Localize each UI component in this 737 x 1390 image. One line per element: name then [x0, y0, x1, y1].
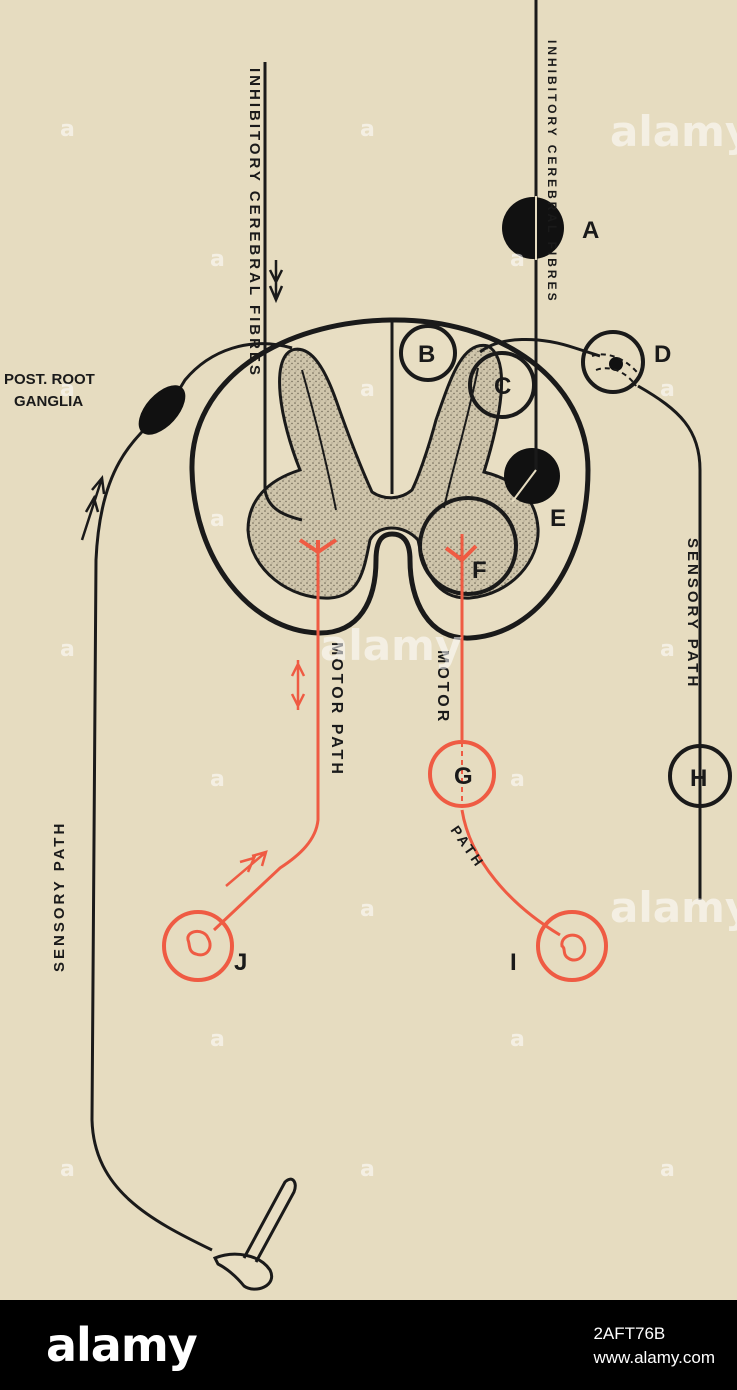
watermark-mark: a	[60, 637, 75, 662]
spinal-cord-reflex-diagram: A B C D E F G H I J POST. ROOT GANGLIA I…	[4, 0, 737, 1291]
watermark-mark: a	[510, 247, 525, 272]
watermark-mark: a	[660, 377, 675, 402]
watermark-mark: a	[660, 637, 675, 662]
watermark-mark: a	[60, 1157, 75, 1182]
horn-detail-line	[301, 369, 337, 511]
label-a: A	[582, 217, 599, 244]
label-inhibitory-right: INHIBITORY CEREBRAL FIBRES	[545, 40, 559, 304]
watermark-mark: a	[510, 1027, 525, 1052]
watermark-mark: a	[60, 377, 75, 402]
label-i: I	[510, 949, 517, 976]
watermark-mark: a	[210, 767, 225, 792]
muscle-i-spindle	[560, 933, 587, 962]
diagram-stage: A B C D E F G H I J POST. ROOT GANGLIA I…	[0, 0, 737, 1300]
motor-neuron-right	[444, 544, 478, 563]
circle-d-nucleus	[609, 357, 623, 371]
label-sensory-right: SENSORY PATH	[684, 538, 701, 689]
circle-b	[399, 324, 457, 382]
stock-footer-bar: alamy 2AFT76B www.alamy.com	[0, 1300, 737, 1390]
fibre-e-branch	[511, 469, 537, 503]
label-sensory-left: SENSORY PATH	[51, 821, 68, 972]
watermark-mark: a	[210, 507, 225, 532]
muscle-j-spindle	[186, 930, 212, 957]
motor-path-right	[460, 534, 561, 937]
label-j: J	[234, 949, 247, 976]
muscle-j	[162, 910, 234, 982]
watermark-mark: a	[660, 1157, 675, 1182]
label-post-root: POST. ROOT	[4, 371, 95, 388]
horn-detail-line-2	[443, 367, 479, 509]
watermark-mark: a	[210, 247, 225, 272]
label-ganglia: GANGLIA	[14, 393, 83, 410]
gray-matter	[246, 343, 540, 600]
motor-arrow-left-lower	[225, 850, 268, 887]
skin-receptor	[212, 1177, 297, 1291]
motor-neuron-left	[298, 538, 338, 555]
watermark-logo-bottom: alamy	[610, 883, 737, 932]
watermark-mark: a	[360, 897, 375, 922]
inhibitory-fibre-left-curve	[263, 489, 303, 522]
footer-meta: 2AFT76B www.alamy.com	[593, 1322, 715, 1370]
watermark-logo-middle: alamy	[320, 621, 462, 670]
label-motor-right: MOTOR	[434, 650, 451, 724]
sensory-path-right	[637, 384, 702, 900]
motor-arrow-left	[290, 660, 306, 710]
label-motor-path-left: MOTOR PATH	[328, 642, 345, 777]
image-id: 2AFT76B	[593, 1324, 666, 1343]
label-b: B	[418, 341, 435, 368]
post-root-ganglion	[138, 385, 186, 435]
label-d: D	[654, 341, 671, 368]
sensory-path-left	[90, 342, 293, 1252]
watermark-mark: a	[360, 1157, 375, 1182]
watermark-mark: a	[360, 117, 375, 142]
site-url[interactable]: www.alamy.com	[593, 1348, 715, 1367]
label-g: G	[454, 763, 473, 790]
sensory-arrow-left	[80, 474, 106, 541]
inhibitory-arrow-left	[268, 260, 284, 304]
watermark-logo-top: alamy	[610, 107, 737, 156]
label-f: F	[472, 557, 487, 584]
watermark-mark: a	[60, 117, 75, 142]
label-e: E	[550, 505, 566, 532]
muscle-i	[536, 910, 608, 982]
circle-h	[668, 744, 732, 808]
circle-d-dashes	[591, 353, 641, 387]
footer-logo: alamy	[46, 1318, 198, 1372]
label-inhibitory-left: INHIBITORY CEREBRAL FIBRES	[246, 68, 263, 378]
label-h: H	[690, 765, 707, 792]
watermark-mark: a	[510, 767, 525, 792]
circle-f	[418, 496, 518, 596]
watermark: alamy alamy alamy a a a a a a a a a a a …	[60, 107, 737, 1182]
sensory-path-right-top	[479, 337, 601, 358]
circle-d	[581, 330, 645, 394]
circle-c	[468, 351, 536, 419]
circle-a	[502, 197, 564, 259]
watermark-mark: a	[210, 1027, 225, 1052]
label-c: C	[494, 373, 511, 400]
watermark-mark: a	[360, 377, 375, 402]
motor-path-left	[212, 540, 320, 932]
